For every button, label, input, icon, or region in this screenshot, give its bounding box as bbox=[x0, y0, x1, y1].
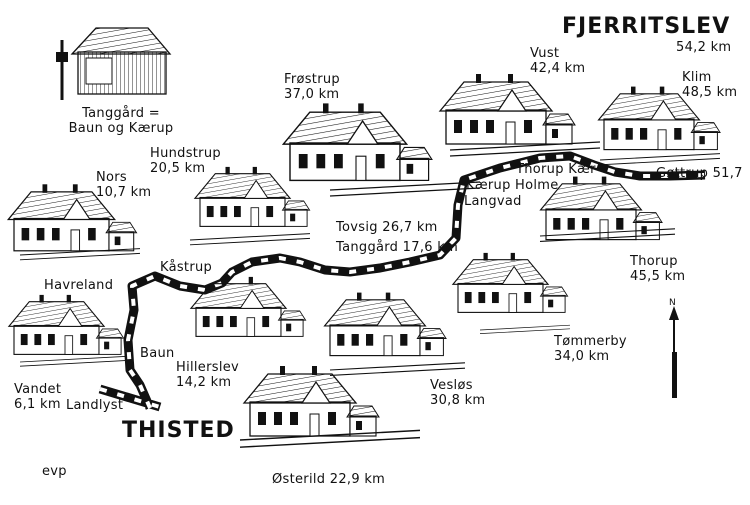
station-thorup-kaer: Thorup Kær bbox=[516, 162, 596, 177]
legend-caption: Tanggård = Baun og Kærup bbox=[68, 106, 174, 136]
house-havreland bbox=[8, 294, 125, 355]
station-osterild: Østerild 22,9 km bbox=[272, 472, 386, 487]
station-tovsig: Tovsig 26,7 km bbox=[336, 220, 438, 235]
terminus-west-title: THISTED bbox=[122, 418, 235, 443]
house-osterild bbox=[243, 365, 380, 437]
station-kaastrup: Kåstrup bbox=[160, 260, 213, 275]
station-tanggaard: Tanggård 17,6 km bbox=[336, 240, 459, 255]
station-langvad: Langvad bbox=[464, 194, 522, 209]
house-tommerby bbox=[452, 252, 569, 313]
station-baun: Baun bbox=[140, 346, 175, 361]
station-kaerup-holme: Kærup Holme bbox=[466, 178, 559, 193]
north-arrow-icon bbox=[669, 306, 679, 398]
terminus-east-title: FJERRITSLEV bbox=[562, 14, 731, 39]
house-frostrup bbox=[282, 102, 433, 182]
house-vust bbox=[439, 73, 576, 145]
artist-signature: evp bbox=[42, 464, 67, 479]
north-label: N bbox=[669, 298, 677, 308]
station-gottrup: Gøttrup 51,7 bbox=[656, 166, 743, 181]
station-havreland: Havreland bbox=[44, 278, 114, 293]
shed-illustration bbox=[56, 27, 172, 100]
house-veslos bbox=[324, 292, 447, 357]
station-landlyst: Landlyst bbox=[66, 398, 124, 413]
fjerritslev-km: 54,2 km bbox=[676, 40, 732, 55]
